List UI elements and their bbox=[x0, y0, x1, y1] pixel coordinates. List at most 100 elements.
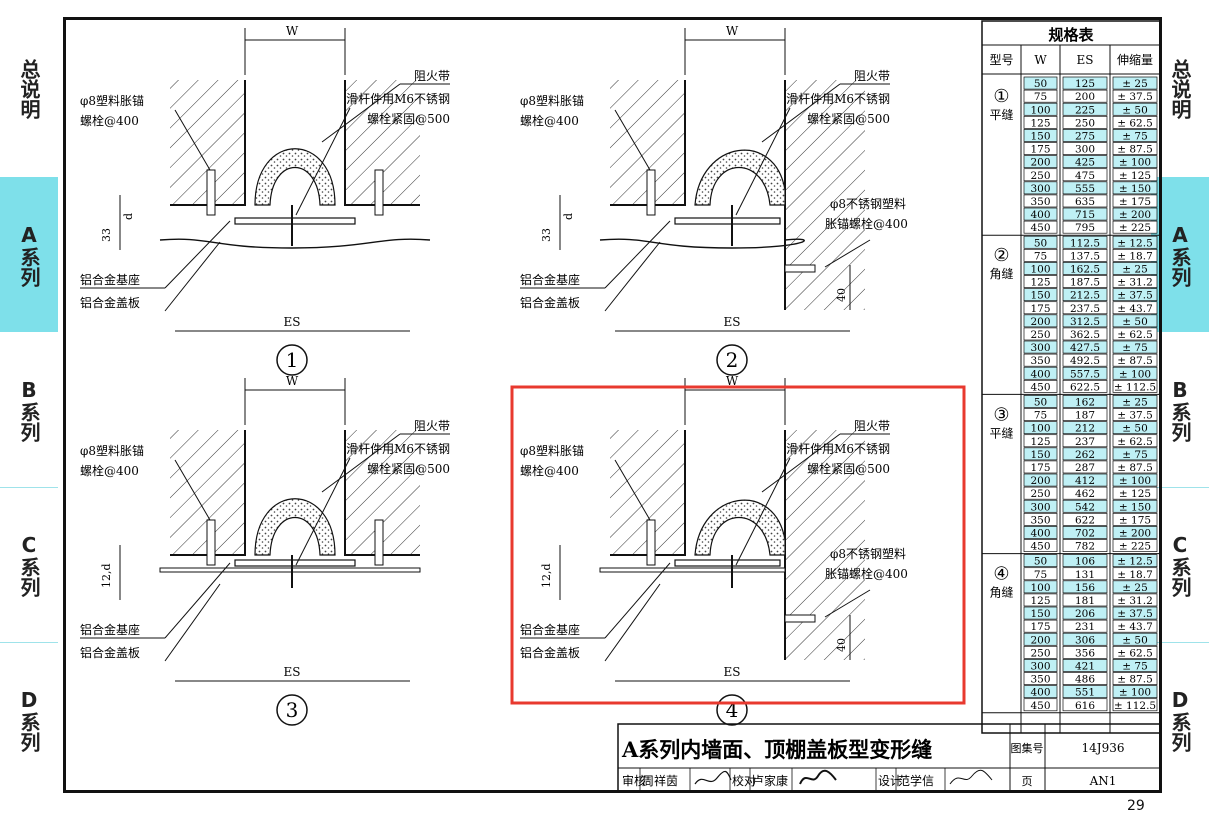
detail-2: Wφ8不锈钢塑料胀锚螺栓@40040φ8塑料胀锚螺栓@400阻火带滑杆件用M6不… bbox=[520, 24, 908, 376]
spec-cell bbox=[1023, 155, 1058, 169]
spec-cell bbox=[1023, 220, 1058, 234]
aluminum-base bbox=[674, 559, 781, 567]
spec-value: 250 bbox=[1030, 488, 1050, 500]
spec-value: 300 bbox=[1030, 183, 1050, 195]
spec-group-name-3: 角缝 bbox=[989, 585, 1013, 600]
detail-number-circle bbox=[276, 694, 308, 726]
cover-label: 铝合金盖板 bbox=[520, 295, 580, 310]
spec-cell bbox=[1112, 194, 1158, 208]
spec-value: ± 31.2 bbox=[1117, 595, 1153, 607]
vdim-label: 33 bbox=[100, 228, 113, 242]
signature-field-1: 周祥茵 bbox=[642, 774, 678, 788]
spec-value: ± 150 bbox=[1119, 183, 1151, 195]
cover-leader bbox=[604, 241, 661, 312]
spec-value: ± 125 bbox=[1119, 170, 1151, 182]
nav-general-r[interactable]: 总说明 bbox=[1151, 0, 1209, 178]
spec-cell bbox=[1112, 142, 1158, 155]
spec-frame bbox=[981, 20, 1161, 734]
nav-series-a-label: A系列 bbox=[17, 222, 41, 287]
detail-3: Wφ8塑料胀锚螺栓@400阻火带滑杆件用M6不锈钢螺栓紧固@50012,d铝合金… bbox=[80, 374, 450, 726]
spec-cell bbox=[1023, 434, 1058, 448]
base-leader bbox=[604, 220, 671, 289]
nav-series-b-label: B系列 bbox=[17, 377, 41, 442]
fire-belt-leader bbox=[761, 83, 841, 143]
spec-cell bbox=[1062, 434, 1108, 448]
spec-cell bbox=[1112, 207, 1158, 221]
anchor-label-a: φ8塑料胀锚 bbox=[80, 443, 144, 458]
spec-value: 250 bbox=[1030, 170, 1050, 182]
nav-series-b[interactable]: B系列 bbox=[0, 332, 58, 488]
nav-series-c-r[interactable]: C系列 bbox=[1151, 487, 1209, 643]
nav-series-b-r[interactable]: B系列 bbox=[1151, 332, 1209, 488]
spec-cell bbox=[1062, 181, 1108, 195]
slide-label-b: 螺栓紧固@500 bbox=[367, 461, 450, 476]
spec-value: 150 bbox=[1030, 608, 1050, 620]
spec-cell bbox=[1062, 115, 1108, 129]
spec-cell bbox=[1023, 606, 1058, 620]
nav-series-a[interactable]: A系列 bbox=[0, 177, 58, 332]
spec-cell bbox=[1062, 486, 1108, 500]
spec-value: 162.5 bbox=[1070, 264, 1100, 276]
d-label: d bbox=[122, 213, 135, 220]
anchor-label-b: 螺栓@400 bbox=[80, 463, 139, 478]
spec-value: ± 112.5 bbox=[1114, 381, 1156, 393]
anchor-bolt-left bbox=[206, 519, 216, 566]
spec-cell bbox=[1112, 327, 1158, 341]
nav-series-c[interactable]: C系列 bbox=[0, 487, 58, 643]
spec-cell bbox=[1023, 672, 1058, 685]
spec-cell bbox=[1112, 115, 1158, 129]
detail-4: Wφ8不锈钢塑料胀锚螺栓@40040φ8塑料胀锚螺栓@400阻火带滑杆件用M6不… bbox=[520, 374, 908, 726]
spec-cell bbox=[1112, 473, 1158, 487]
left-wall-edge bbox=[170, 430, 246, 556]
spec-cell bbox=[1023, 327, 1058, 341]
spec-value: 356 bbox=[1075, 647, 1095, 659]
base-label: 铝合金基座 bbox=[80, 272, 140, 287]
spec-value: 300 bbox=[1030, 342, 1050, 354]
spec-cell bbox=[1062, 685, 1108, 699]
dim40-label: 40 bbox=[835, 638, 848, 652]
spec-cell bbox=[1112, 698, 1158, 712]
atlas-number: 14J936 bbox=[1082, 741, 1125, 755]
slide-label-b: 螺栓紧固@500 bbox=[807, 461, 890, 476]
spec-cell bbox=[1062, 593, 1108, 607]
spec-group-num-2: ③ bbox=[993, 404, 1009, 425]
spec-value: 492.5 bbox=[1070, 355, 1100, 367]
spec-cell bbox=[1112, 89, 1158, 103]
spec-cell bbox=[1023, 567, 1058, 581]
spec-cell bbox=[1112, 434, 1158, 448]
w-label: W bbox=[286, 24, 299, 38]
spec-value: ± 75 bbox=[1122, 661, 1148, 673]
spec-cell bbox=[1023, 408, 1058, 421]
spec-cell bbox=[1112, 262, 1158, 275]
spec-value: 162 bbox=[1075, 397, 1095, 409]
spec-cell bbox=[1062, 460, 1108, 474]
nav-series-d-r[interactable]: D系列 bbox=[1151, 642, 1209, 797]
spec-value: 150 bbox=[1030, 290, 1050, 302]
spec-value: 125 bbox=[1075, 78, 1095, 90]
vdim-label: 33 bbox=[540, 228, 553, 242]
slide-label-a: 滑杆件用M6不锈钢 bbox=[786, 442, 890, 456]
cover-leader bbox=[164, 583, 221, 662]
spec-value: 75 bbox=[1034, 91, 1047, 103]
spec-value: 175 bbox=[1030, 621, 1050, 633]
right-wall-edge bbox=[344, 80, 420, 206]
detail-number-circle bbox=[276, 344, 308, 376]
spec-value: 462 bbox=[1075, 488, 1095, 500]
spec-cell bbox=[1112, 220, 1158, 234]
detail-number: 1 bbox=[286, 348, 299, 372]
spec-cell bbox=[1023, 379, 1058, 393]
spec-value: 100 bbox=[1030, 104, 1050, 116]
nav-series-d[interactable]: D系列 bbox=[0, 642, 58, 797]
spec-cell bbox=[1112, 685, 1158, 699]
spec-value: 300 bbox=[1075, 144, 1095, 156]
handwritten-signature-2 bbox=[799, 769, 837, 785]
spec-cell bbox=[1023, 632, 1058, 646]
spec-cell bbox=[1062, 619, 1108, 633]
spec-value: 635 bbox=[1075, 196, 1095, 208]
spec-cell bbox=[1023, 301, 1058, 315]
spec-value: 400 bbox=[1030, 209, 1050, 221]
spec-value: ± 62.5 bbox=[1117, 647, 1153, 659]
fire-belt-label: 阻火带 bbox=[414, 419, 450, 433]
spec-value: 106 bbox=[1075, 556, 1095, 568]
spec-cell bbox=[1112, 619, 1158, 633]
